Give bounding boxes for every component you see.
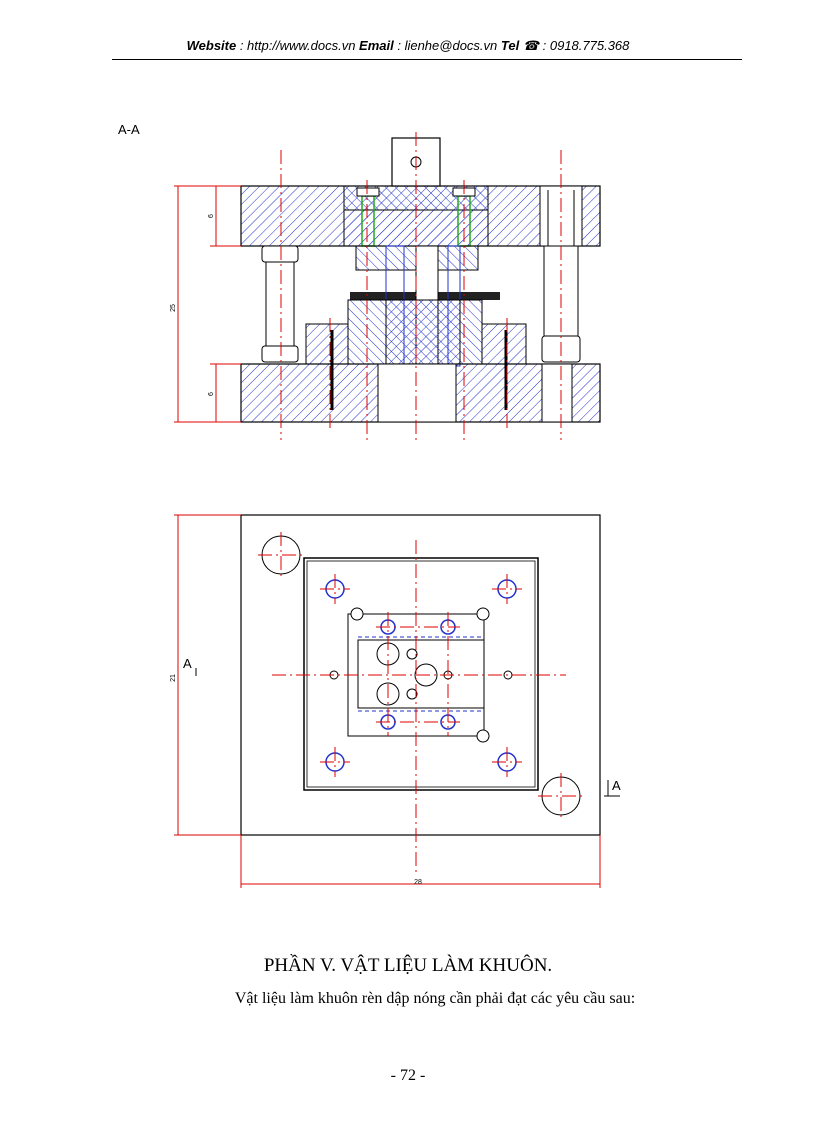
- section-marker-right: A: [612, 778, 621, 793]
- website-value: : http://www.docs.vn: [236, 38, 360, 53]
- website-label: Website: [186, 38, 237, 53]
- mold-drawing: A-A: [118, 122, 621, 888]
- email-value: : lienhe@docs.vn: [393, 38, 501, 53]
- bushing-bottom: [541, 363, 573, 423]
- body-paragraph: Vật liệu làm khuôn rèn dập nóng cần phải…: [234, 990, 636, 1007]
- email-label: Email: [359, 38, 394, 53]
- dim-plan-width: 28: [414, 879, 422, 886]
- dim-top-plate: 6: [208, 214, 215, 218]
- page-header: Website : http://www.docs.vn Email : lie…: [0, 38, 816, 54]
- header-rule: [112, 59, 742, 60]
- die-holder-left: [305, 323, 349, 365]
- pillar-collar-left: [261, 245, 299, 263]
- section-label: A-A: [118, 122, 140, 137]
- section-marker-left: A: [183, 656, 192, 671]
- die-holder-right: [481, 323, 527, 365]
- plan-view: [174, 514, 620, 888]
- section-view: [174, 132, 601, 440]
- guide-pillar-left: [265, 261, 295, 347]
- dim-plan-height: 21: [170, 674, 177, 682]
- dim-total-height: 25: [170, 304, 177, 312]
- screw-head-left: [356, 187, 380, 197]
- page-number: - 72 -: [390, 1067, 426, 1084]
- dim-bottom-plate: 6: [208, 392, 215, 396]
- bottom-opening: [377, 363, 457, 423]
- phone-icon: ☎: [522, 38, 540, 53]
- tel-label: Tel: [500, 38, 520, 53]
- tel-value: : 0918.775.368: [539, 38, 630, 53]
- section-heading: PHẦN V. VẬT LIỆU LÀM KHUÔN.: [263, 955, 553, 976]
